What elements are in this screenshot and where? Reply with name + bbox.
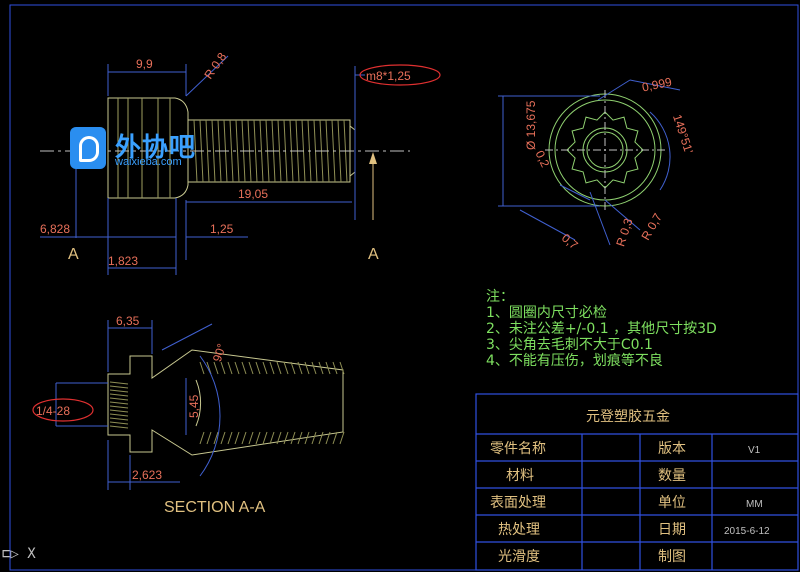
note-line-3: 3、尖角去毛刺不大于C0.1 bbox=[486, 337, 653, 353]
watermark-site: waixieba.com bbox=[115, 156, 182, 168]
dim-0-7-left: 0,7 bbox=[559, 231, 581, 253]
section-arrow-right bbox=[369, 152, 377, 164]
dim-thread-m8: m8*1,25 bbox=[366, 69, 411, 83]
dimension-lines-section bbox=[55, 320, 221, 490]
watermark-logo-icon bbox=[70, 127, 106, 169]
dim-r-0-8: R 0,8 bbox=[201, 50, 229, 82]
title-block bbox=[475, 393, 799, 571]
note-line-2: 2、未注公差+/-0.1 ，其他尺寸按3D bbox=[486, 321, 717, 337]
ucs-x-label: X bbox=[27, 546, 36, 562]
tb-label-heat: 热处理 bbox=[498, 522, 540, 538]
dim-r-0-7: R 0,7 bbox=[638, 211, 665, 243]
tb-label-drawn: 制图 bbox=[658, 549, 686, 565]
bolt-section-view bbox=[107, 349, 344, 456]
dim-1-25: 1,25 bbox=[210, 222, 234, 236]
watermark-brand: 外协吧 bbox=[115, 133, 197, 163]
dim-thread-1-4-28: 1/4-28 bbox=[36, 404, 70, 418]
dim-dia-13-675: Ø 13,675 bbox=[524, 100, 538, 150]
tb-value-date: 2015-6-12 bbox=[724, 526, 770, 537]
notes-title: 注： bbox=[486, 289, 514, 305]
note-line-1: 1、圆圈内尺寸必检 bbox=[486, 305, 607, 321]
note-line-4: 4、不能有压伤，划痕等不良 bbox=[486, 352, 663, 369]
dimension-lines-end bbox=[498, 79, 681, 246]
bolt-end-view bbox=[545, 90, 665, 210]
tb-label-quantity: 数量 bbox=[658, 468, 686, 484]
dim-0-2: 0,2 bbox=[533, 148, 553, 169]
tb-value-version: V1 bbox=[748, 445, 761, 456]
dim-0-999: 0,999 bbox=[641, 75, 674, 95]
section-thread-lines bbox=[109, 361, 345, 445]
dim-angle-149: 149°51' bbox=[670, 113, 696, 156]
dim-9-9: 9,9 bbox=[136, 57, 153, 71]
tb-value-unit: MM bbox=[746, 499, 763, 510]
dim-6-828: 6,828 bbox=[40, 222, 70, 236]
company-name: 元登塑胶五金 bbox=[586, 408, 670, 425]
tb-label-version: 版本 bbox=[658, 441, 686, 457]
tb-label-material: 材料 bbox=[506, 468, 534, 484]
dim-r-0-3: R 0,3 bbox=[613, 216, 635, 248]
tb-label-part-name: 零件名称 bbox=[490, 441, 546, 457]
dim-angle-90: 90° bbox=[210, 342, 229, 364]
ucs-icon: ⊏▷ X bbox=[2, 546, 36, 562]
dim-1-823: 1,823 bbox=[108, 254, 138, 268]
drawing-border bbox=[9, 4, 799, 571]
dim-6-35: 6,35 bbox=[116, 314, 140, 328]
thread-callout-ellipse-section bbox=[32, 398, 94, 422]
section-title: SECTION A-A bbox=[164, 499, 266, 516]
dimension-lines-top bbox=[40, 55, 365, 275]
ucs-arrow-icon: ⊏▷ bbox=[2, 546, 19, 562]
notes-block: 注： 1、圆圈内尺寸必检 2、未注公差+/-0.1 ，其他尺寸按3D 3、尖角去… bbox=[486, 289, 717, 369]
dim-5-45: 5,45 bbox=[187, 394, 201, 418]
tb-label-unit: 单位 bbox=[658, 495, 686, 511]
section-label-a-right: A bbox=[368, 246, 379, 263]
bolt-thread-lines bbox=[193, 119, 348, 183]
tb-label-surface: 表面处理 bbox=[490, 495, 546, 511]
dim-19-05: 19,05 bbox=[238, 187, 268, 201]
tb-label-date: 日期 bbox=[658, 522, 686, 538]
dim-2-623: 2,623 bbox=[132, 468, 162, 482]
tb-label-finish: 光滑度 bbox=[498, 548, 540, 565]
section-label-a-left: A bbox=[68, 246, 79, 263]
thread-callout-ellipse bbox=[359, 64, 441, 86]
